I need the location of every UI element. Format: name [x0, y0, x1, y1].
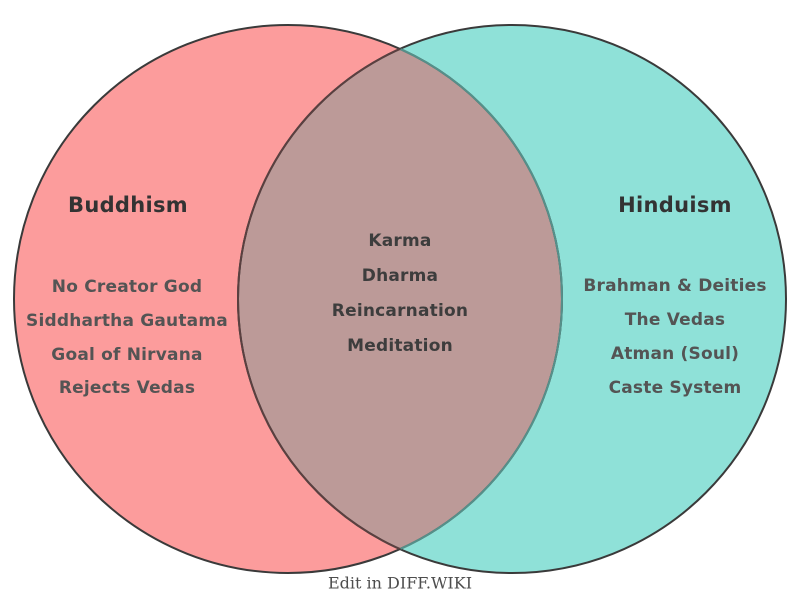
- list-item: Karma: [368, 231, 432, 251]
- inner-arc-left-circle: [238, 25, 563, 573]
- list-item: Caste System: [608, 378, 742, 398]
- list-item: Goal of Nirvana: [51, 345, 203, 365]
- edit-link[interactable]: Edit in DIFF.WIKI: [327, 573, 473, 593]
- list-item: Siddhartha Gautama: [26, 311, 228, 331]
- list-item: Brahman & Deities: [583, 276, 767, 296]
- intersection-region: [238, 25, 562, 573]
- list-item: Dharma: [361, 266, 439, 286]
- list-item: Rejects Vedas: [58, 378, 196, 398]
- list-item: The Vedas: [624, 310, 726, 330]
- list-item: Meditation: [347, 336, 453, 356]
- buddhism-title: Buddhism: [68, 193, 188, 217]
- inner-arc-right-circle: [237, 25, 562, 573]
- list-item: Reincarnation: [331, 301, 469, 321]
- list-item: Atman (Soul): [610, 344, 740, 364]
- hinduism-title: Hinduism: [618, 193, 732, 217]
- list-item: No Creator God: [51, 277, 203, 297]
